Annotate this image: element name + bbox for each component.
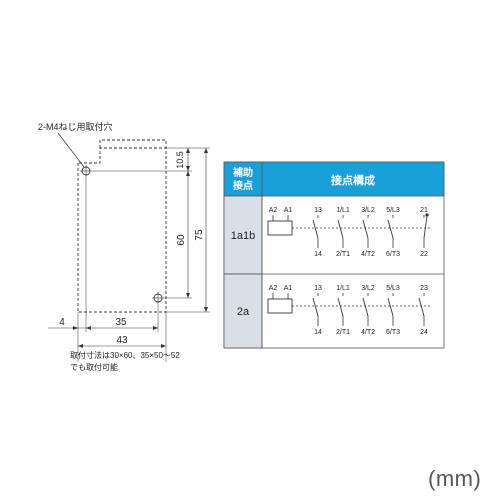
row-name-cell-1: [223, 195, 263, 275]
header-contact-config: 接点構成: [331, 173, 375, 187]
terminal-label-bottom: 14: [314, 251, 322, 258]
terminal-label-bottom: 2/T1: [336, 329, 350, 336]
terminal-label-bottom: 4/T2: [361, 329, 375, 336]
header-aux-line1: 補助: [232, 166, 253, 179]
no-contact-blade: [312, 219, 319, 239]
dim-35: 35: [115, 317, 127, 328]
no-contact-blade: [418, 297, 425, 317]
schematic-1a1b: A2 A1 13 14 1/L1 2/T1 3/L2 4/T2 5/L3 6/T3 21 22: [267, 207, 432, 258]
terminal-label-top: 21: [420, 207, 428, 214]
row-name-cell-2: [223, 273, 263, 349]
dim-4: 4: [59, 317, 65, 328]
schematic-2a: A2 A1 13 14 1/L1 2/T1 3/L2 4/T2 5/L3 6/T3 23 24: [267, 285, 432, 336]
arrowheads: [73, 148, 208, 348]
coil-label-a1: A1: [284, 285, 293, 292]
dim-75: 75: [194, 229, 205, 241]
dim-43: 43: [116, 335, 128, 346]
top-bump: [99, 139, 167, 148]
terminal-label-bottom: 6/T3: [386, 329, 400, 336]
no-contact-blade: [387, 219, 394, 239]
terminal-label-top: 5/L3: [386, 285, 400, 292]
terminal-label-top: 5/L3: [386, 207, 400, 214]
no-contact-blade: [362, 297, 369, 317]
body-outline: [77, 147, 167, 313]
terminal-label-top: 3/L2: [361, 285, 375, 292]
terminal-label-top: 1/L1: [336, 207, 350, 214]
mount-note-line2: でも取付可能: [70, 362, 118, 372]
terminal-label-top: 1/L1: [336, 285, 350, 292]
coil-label-a2: A2: [269, 285, 278, 292]
row-name-1a1b: 1a1b: [231, 230, 255, 242]
terminal-label-bottom: 24: [420, 329, 428, 336]
dim-60: 60: [176, 234, 187, 246]
header-aux-line2: 接点: [233, 179, 253, 192]
header-cell-2: [261, 161, 445, 197]
terminal-label-bottom: 2/T1: [336, 251, 350, 258]
no-contact-blade: [312, 297, 319, 317]
terminal-label-bottom: 6/T3: [386, 251, 400, 258]
coil-symbol: [267, 220, 293, 236]
terminal-label-bottom: 14: [314, 329, 322, 336]
terminal-label-top: 23: [420, 285, 428, 292]
coil-symbol: [267, 298, 293, 314]
no-contact-blade: [337, 297, 344, 317]
unit-label: (mm): [428, 466, 482, 491]
coil-label-a1: A1: [284, 207, 293, 214]
terminal-label-bottom: 4/T2: [361, 251, 375, 258]
row-name-2a: 2a: [237, 306, 250, 318]
header-cell-1: [223, 161, 263, 197]
nc-contact-blade: [423, 215, 428, 239]
mount-note-line1: 取付寸法は30×60、35×50～52: [70, 350, 180, 360]
terminal-label-bottom: 22: [420, 251, 428, 258]
dim-10-5: 10.5: [175, 151, 185, 169]
terminal-label-top: 13: [314, 285, 322, 292]
terminal-label-top: 3/L2: [361, 207, 375, 214]
outline-drawing: [48, 132, 210, 362]
hole-label: 2-M4ねじ用取付穴: [38, 121, 113, 132]
hole-leader: [57, 132, 85, 168]
no-contact-blade: [362, 219, 369, 239]
coil-label-a2: A2: [269, 207, 278, 214]
terminal-label-top: 13: [314, 207, 322, 214]
nc-contact-dot: [425, 213, 429, 217]
no-contact-blade: [387, 297, 394, 317]
no-contact-blade: [337, 219, 344, 239]
